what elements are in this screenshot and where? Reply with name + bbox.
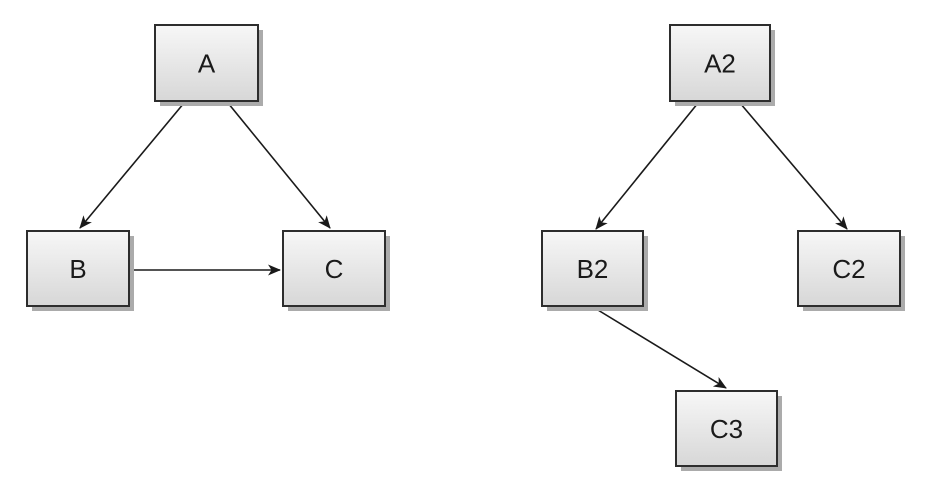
node-a[interactable]: A [154,24,263,106]
edge-a-to-b[interactable] [79,102,185,229]
edge-b2-to-c3[interactable] [592,306,727,389]
node-box [26,230,130,307]
node-label: A [198,48,216,78]
node-b2[interactable]: B2 [541,230,648,311]
node-c2[interactable]: C2 [797,230,905,311]
node-label: B2 [577,254,609,284]
node-box [669,24,771,102]
node-a2[interactable]: A2 [669,24,775,106]
node-box [154,24,259,102]
edge-a2-to-c2[interactable] [739,102,848,230]
node-box [675,390,778,467]
edge-a2-to-b2[interactable] [595,102,699,230]
node-label: C [325,254,344,284]
edges-layer [79,102,848,389]
node-label: A2 [704,48,736,78]
node-label: B [69,254,86,284]
node-label: C3 [710,414,743,444]
node-box [282,230,386,307]
node-c[interactable]: C [282,230,390,311]
node-box [797,230,901,307]
node-c3[interactable]: C3 [675,390,782,471]
node-label: C2 [832,254,865,284]
node-box [541,230,644,307]
node-b[interactable]: B [26,230,134,311]
edge-a-to-c[interactable] [227,102,331,229]
